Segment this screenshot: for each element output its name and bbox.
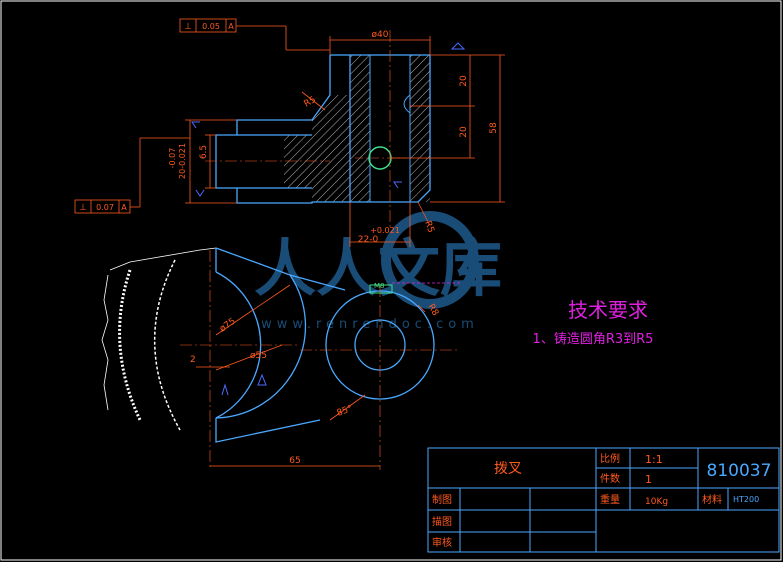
tolerance-frame-left: ⊥ 0.07 A <box>74 199 131 214</box>
scale-value: 1:1 <box>645 453 663 466</box>
drawn-label: 制图 <box>432 493 452 506</box>
dim-fillet-right: R5 <box>422 220 435 235</box>
tech-requirements-title: 技术要求 <box>568 298 648 322</box>
dim-slot-tol-upper: -0.07 <box>168 148 177 169</box>
watermark-url: www.renrendoc.com <box>261 317 479 332</box>
dim-arc-inner: ø55 <box>250 351 267 361</box>
weight-label: 重量 <box>600 493 620 506</box>
part-name: 拨叉 <box>494 461 522 477</box>
svg-text:A: A <box>121 203 127 212</box>
dim-offset: 2 <box>190 355 196 365</box>
svg-text:A: A <box>228 22 234 31</box>
dim-chamfer-top: R5 <box>302 95 317 110</box>
quantity-value: 1 <box>645 473 652 486</box>
tolerance-frame-top: ⊥ 0.05 A <box>179 18 287 33</box>
reviewed-label: 审核 <box>432 536 452 549</box>
drawing-number: 810037 <box>707 461 772 481</box>
title-block <box>427 447 780 553</box>
section-view: ⊥ 0.05 A ⊥ 0.07 A ø40 R5 20 20 58 6.5 -0… <box>74 18 505 247</box>
dim-center-distance: 65 <box>289 456 300 466</box>
designed-label: 描图 <box>432 515 452 528</box>
svg-text:⊥: ⊥ <box>79 203 87 213</box>
tech-requirements-item1: 1、铸造圆角R3到R5 <box>533 331 654 347</box>
dim-top-width: ø40 <box>372 30 389 40</box>
quantity-label: 件数 <box>600 472 620 485</box>
dim-angle: 85° <box>336 404 354 419</box>
material-value: HT200 <box>733 495 759 504</box>
dim-slot-width: 6.5 <box>199 145 209 159</box>
dim-height-upper: 20 <box>459 75 469 87</box>
scale-label: 比例 <box>600 452 620 465</box>
dim-threaded-hole: M8 <box>374 282 385 290</box>
svg-text:⊥: ⊥ <box>184 22 192 32</box>
material-label: 材料 <box>702 493 722 506</box>
plan-view: 65 ø75 ø55 2 85° M8 R8 <box>101 247 460 470</box>
dim-arc-outer: ø75 <box>218 317 238 335</box>
dim-height-total: 58 <box>489 122 499 134</box>
dim-slot-fit-upper: +0.021 <box>370 226 400 235</box>
dim-slot-fit: 22-0 <box>358 235 379 245</box>
svg-text:0.07: 0.07 <box>96 203 114 212</box>
svg-text:0.05: 0.05 <box>202 22 220 31</box>
dim-height-lower: 20 <box>459 126 469 138</box>
dim-slot-tol-lower: 20-0.021 <box>178 143 187 179</box>
weight-value: 10Kg <box>645 497 668 507</box>
